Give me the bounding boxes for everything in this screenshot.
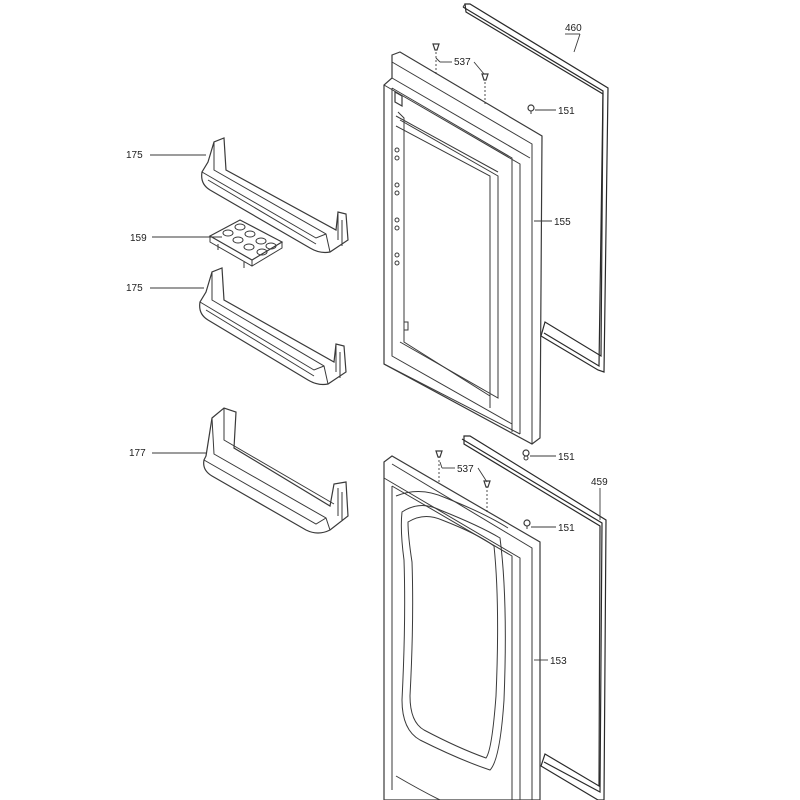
callout-151-c: 151 [558,523,575,534]
callout-153: 153 [550,656,567,667]
screws-537-bottom [435,450,491,512]
callout-155: 155 [554,217,571,228]
screws-537-top [432,43,489,104]
plug-151-a [527,104,535,114]
callout-175-top: 175 [126,150,143,161]
leader-lines [150,33,601,661]
callout-459: 459 [591,477,608,488]
door-shelf-175-middle [199,267,347,386]
upper-door [383,51,543,445]
door-shelf-177 [203,407,349,534]
callout-151-b: 151 [558,452,575,463]
plug-151-c [523,519,531,529]
callout-175-middle: 175 [126,283,143,294]
callout-177: 177 [129,448,146,459]
plug-151-b [522,449,530,461]
callout-460: 460 [565,23,582,34]
door-shelf-175-top [201,137,349,254]
callout-151-a: 151 [558,106,575,117]
lower-door-gasket [461,435,607,800]
egg-tray-159 [208,219,284,268]
lower-door [383,455,541,800]
callout-537-bottom: 537 [457,464,474,475]
callout-537-top: 537 [454,57,471,68]
callout-159: 159 [130,233,147,244]
